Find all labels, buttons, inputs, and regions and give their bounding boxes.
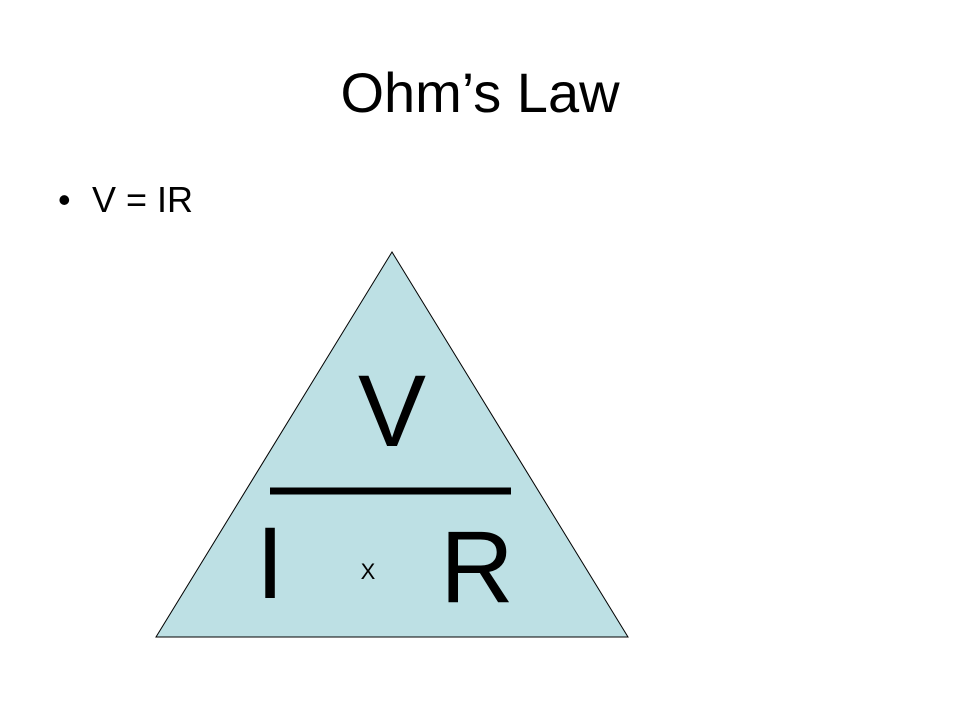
bullet-item: • V = IR <box>58 175 193 225</box>
slide-title: Ohm’s Law <box>340 61 620 124</box>
bullet-text: V = IR <box>92 179 194 220</box>
voltage-label: V <box>358 354 426 468</box>
bullet-list: • V = IR <box>58 175 193 225</box>
current-label: I <box>256 506 284 620</box>
bullet-dot-icon: • <box>58 179 71 220</box>
resistance-label: R <box>440 510 514 624</box>
multiply-operator-label: X <box>361 559 376 584</box>
triangle-shape <box>155 251 629 638</box>
